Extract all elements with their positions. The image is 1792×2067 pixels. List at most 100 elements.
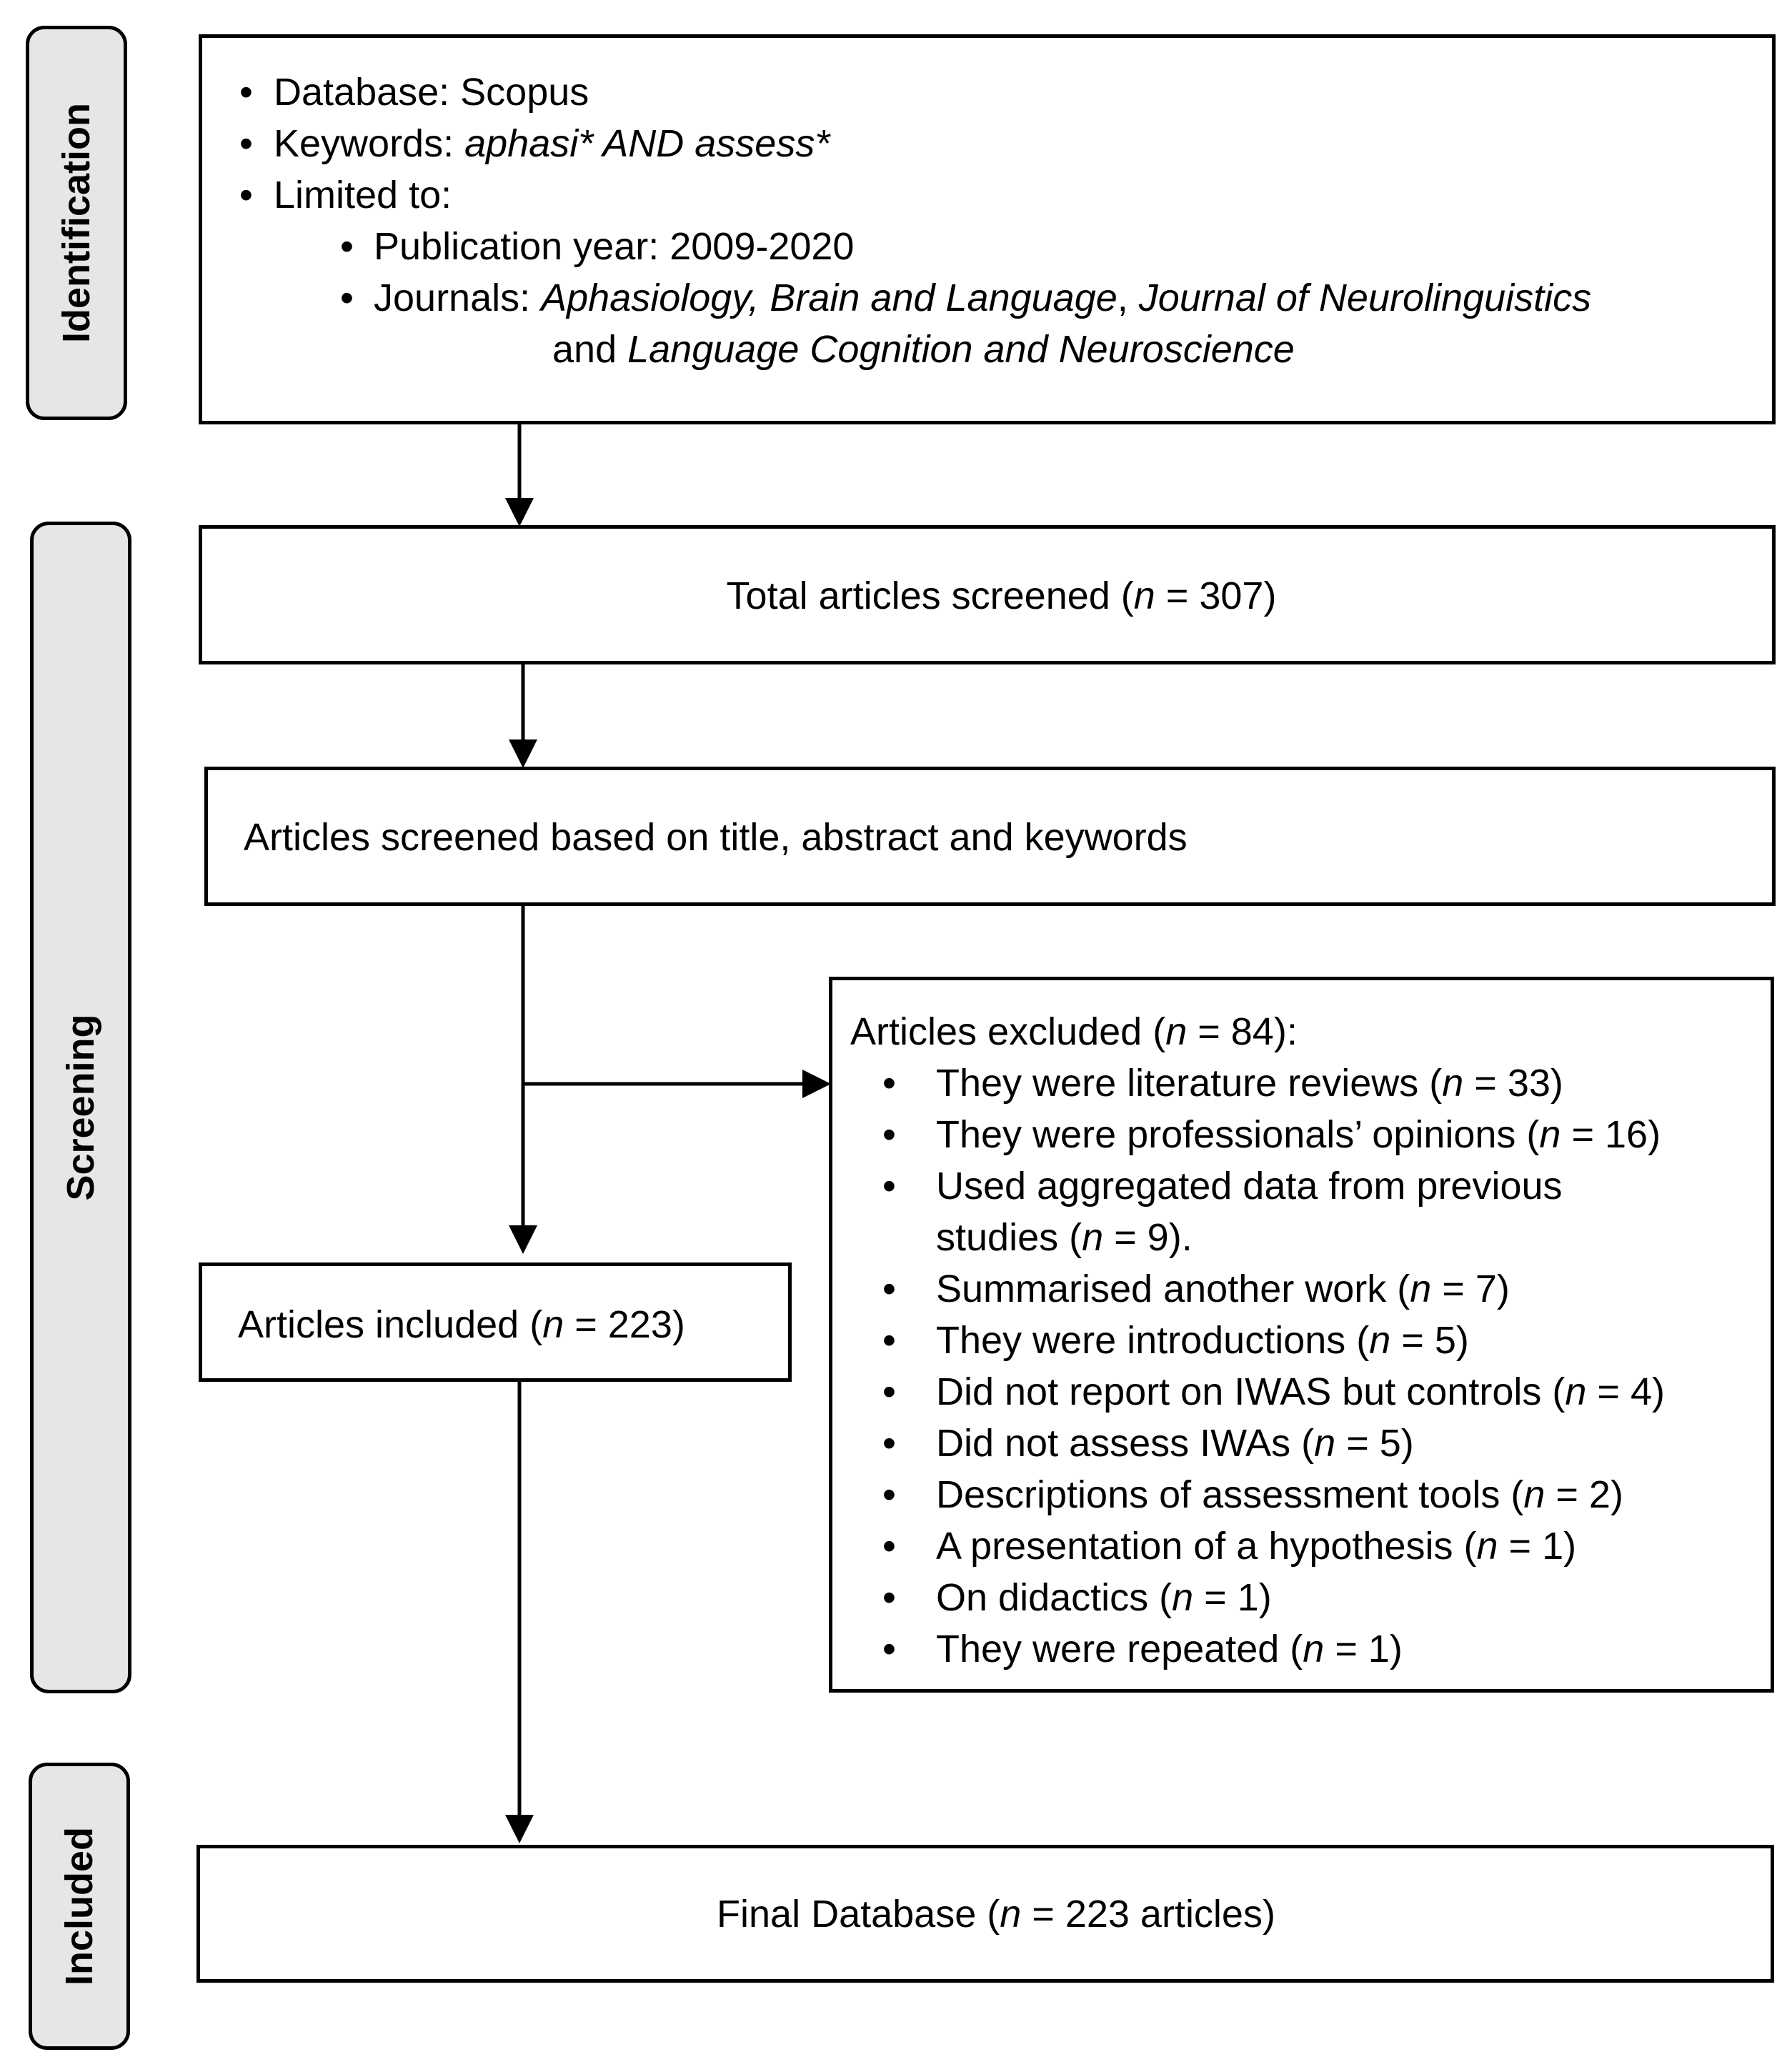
excluded-heading: Articles excluded (n = 84): xyxy=(850,1006,1298,1057)
reason-count: = 5) xyxy=(1390,1319,1469,1362)
arrowhead xyxy=(505,498,534,527)
reason-count: = 4) xyxy=(1586,1370,1665,1413)
excluded-reason-item: Did not report on IWAS but controls (n =… xyxy=(936,1366,1665,1418)
excluded-reason-item: They were professionals’ opinions (n = 1… xyxy=(936,1109,1661,1160)
bullet: • xyxy=(340,277,354,319)
keywords-line: Keywords: aphasi* AND assess* xyxy=(274,118,830,169)
excluded-reason-item: Used aggregated data from previous xyxy=(936,1160,1563,1212)
journals-prefix: Journals: xyxy=(374,277,542,319)
excluded-reason-item: On didactics (n = 1) xyxy=(936,1572,1272,1623)
n-symbol: n xyxy=(1369,1319,1391,1362)
bullet: • xyxy=(239,174,253,216)
n-symbol: n xyxy=(1442,1062,1464,1105)
journal-separator: , xyxy=(1117,277,1139,319)
journal-neurolinguistics: Journal of Neurolinguistics xyxy=(1138,277,1592,319)
reason-text: They were introductions ( xyxy=(936,1319,1370,1362)
reason-text: On didactics ( xyxy=(936,1576,1173,1619)
final-database-text: Final Database (n = 223 articles) xyxy=(200,1888,1771,1940)
n-symbol: n xyxy=(1539,1113,1561,1156)
excluded-reason-item: Descriptions of assessment tools (n = 2) xyxy=(936,1469,1623,1520)
journal-brain-and-language: Brain and Language xyxy=(770,277,1117,319)
bullet: • xyxy=(882,1525,896,1568)
included-text: Articles included (n = 223) xyxy=(238,1299,685,1350)
bullet: • xyxy=(882,1319,896,1362)
excluded-heading-prefix: Articles excluded ( xyxy=(850,1010,1166,1053)
n-symbol: n xyxy=(1476,1525,1498,1568)
bullet: • xyxy=(882,1267,896,1310)
n-symbol: n xyxy=(1165,1010,1188,1053)
limited-to-line: Limited to: xyxy=(274,174,452,216)
reason-count: = 1) xyxy=(1324,1628,1403,1670)
journal-language-cognition-neuroscience: Language Cognition and Neuroscience xyxy=(627,328,1295,371)
reason-text: They were professionals’ opinions ( xyxy=(936,1113,1540,1156)
included-box: Articles included (n = 223) xyxy=(199,1262,792,1382)
excluded-reason-item: Summarised another work (n = 7) xyxy=(936,1263,1510,1315)
n-symbol: n xyxy=(1133,574,1155,617)
bullet: • xyxy=(882,1062,896,1105)
reason-text: Summarised another work ( xyxy=(936,1267,1410,1310)
excluded-reason-item: A presentation of a hypothesis (n = 1) xyxy=(936,1520,1576,1572)
included-prefix: Articles included ( xyxy=(238,1303,543,1346)
screened-basis-text: Articles screened based on title, abstra… xyxy=(244,816,1188,859)
journals-line: Journals: Aphasiology, Brain and Languag… xyxy=(374,272,1591,324)
final-database-count: = 223 articles) xyxy=(1021,1893,1275,1936)
bullet: • xyxy=(882,1370,896,1413)
arrowhead xyxy=(509,1225,537,1254)
reason-count: = 33) xyxy=(1463,1062,1563,1105)
bullet: • xyxy=(882,1113,896,1156)
phase-included: Included xyxy=(29,1763,130,2050)
excluded-reason-item: They were introductions (n = 5) xyxy=(936,1315,1469,1366)
arrowhead xyxy=(509,739,537,768)
reason-text: A presentation of a hypothesis ( xyxy=(936,1525,1477,1568)
reason-count: = 2) xyxy=(1545,1473,1623,1516)
keywords-prefix: Keywords: xyxy=(274,122,465,165)
bullet: • xyxy=(239,122,253,165)
bullet: • xyxy=(239,71,253,114)
reason-text: Did not assess IWAs ( xyxy=(936,1422,1315,1465)
journal-and: and xyxy=(552,328,628,371)
reason-count: = 1) xyxy=(1193,1576,1272,1619)
reason-text: studies ( xyxy=(936,1216,1082,1259)
screened-basis-box: Articles screened based on title, abstra… xyxy=(204,767,1776,906)
journal-separator: , xyxy=(748,277,770,319)
phase-screening-label: Screening xyxy=(59,1014,102,1201)
n-symbol: n xyxy=(1172,1576,1194,1619)
reason-count: = 9). xyxy=(1103,1216,1193,1259)
n-symbol: n xyxy=(1523,1473,1545,1516)
publication-year-line: Publication year: 2009-2020 xyxy=(374,225,855,268)
n-symbol: n xyxy=(1000,1893,1022,1936)
phase-included-label: Included xyxy=(58,1826,101,1986)
excluded-reason-item: studies (n = 9). xyxy=(936,1212,1193,1263)
bullet: • xyxy=(882,1422,896,1465)
bullet: • xyxy=(882,1165,896,1207)
n-symbol: n xyxy=(542,1303,564,1346)
n-symbol: n xyxy=(1410,1267,1432,1310)
phase-identification-label: Identification xyxy=(55,103,98,343)
excluded-reason-item: They were literature reviews (n = 33) xyxy=(936,1057,1563,1109)
n-symbol: n xyxy=(1314,1422,1336,1465)
phase-identification: Identification xyxy=(26,26,127,420)
database-line: Database: Scopus xyxy=(274,71,589,114)
journals-line-2: and Language Cognition and Neuroscience xyxy=(552,324,1295,375)
total-screened-count: = 307) xyxy=(1155,574,1277,617)
final-database-prefix: Final Database ( xyxy=(717,1893,1000,1936)
bullet: • xyxy=(882,1473,896,1516)
n-symbol: n xyxy=(1303,1628,1325,1670)
reason-text: Used aggregated data from previous xyxy=(936,1165,1563,1207)
excluded-box: Articles excluded (n = 84): • They were l… xyxy=(829,977,1774,1693)
final-database-box: Final Database (n = 223 articles) xyxy=(196,1845,1774,1983)
reason-text: Did not report on IWAS but controls ( xyxy=(936,1370,1565,1413)
bullet: • xyxy=(882,1576,896,1619)
keywords-value: aphasi* AND assess* xyxy=(464,122,830,165)
total-screened-box: Total articles screened (n = 307) xyxy=(199,525,1776,664)
total-screened-text: Total articles screened (n = 307) xyxy=(202,570,1772,622)
reason-text: They were literature reviews ( xyxy=(936,1062,1443,1105)
n-symbol: n xyxy=(1565,1370,1587,1413)
included-count: = 223) xyxy=(564,1303,685,1346)
reason-count: = 16) xyxy=(1560,1113,1661,1156)
reason-text: Descriptions of assessment tools ( xyxy=(936,1473,1524,1516)
journal-aphasiology: Aphasiology xyxy=(541,277,749,319)
arrowhead xyxy=(505,1815,534,1843)
bullet: • xyxy=(340,225,354,268)
